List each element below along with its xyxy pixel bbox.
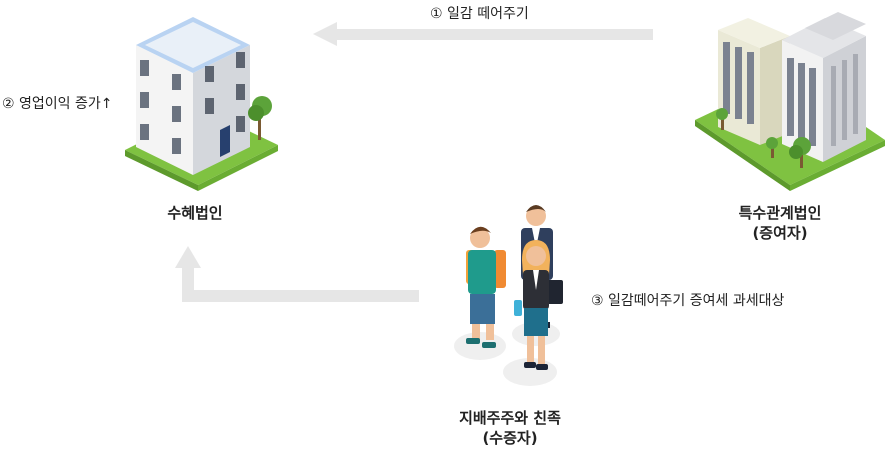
shareholders-role: (수증자) bbox=[482, 429, 538, 447]
step1-label: ① 일감 떼어주기 bbox=[430, 6, 529, 22]
related-company-name: 특수관계법인 bbox=[738, 204, 822, 222]
related-company-building-icon bbox=[695, 12, 885, 191]
shareholders-name: 지배주주와 친족 bbox=[459, 409, 561, 427]
beneficiary-name: 수혜법인 bbox=[167, 204, 223, 222]
related-company-role: (증여자) bbox=[752, 224, 808, 242]
step3-label: ③ 일감떼어주기 증여세 과세대상 bbox=[591, 293, 785, 309]
shareholders-node: 지배주주와 친족 (수증자) bbox=[440, 408, 580, 448]
arrow-gift-to-beneficiary bbox=[313, 22, 653, 46]
beneficiary-node: 수혜법인 bbox=[140, 203, 250, 223]
related-company-node: 특수관계법인 (증여자) bbox=[720, 203, 840, 243]
arrow-shareholders-to-beneficiary bbox=[175, 246, 419, 302]
step2-label: ② 영업이익 증가↑ bbox=[2, 96, 113, 112]
beneficiary-building-icon bbox=[125, 17, 278, 191]
shareholders-people-icon bbox=[454, 205, 563, 386]
